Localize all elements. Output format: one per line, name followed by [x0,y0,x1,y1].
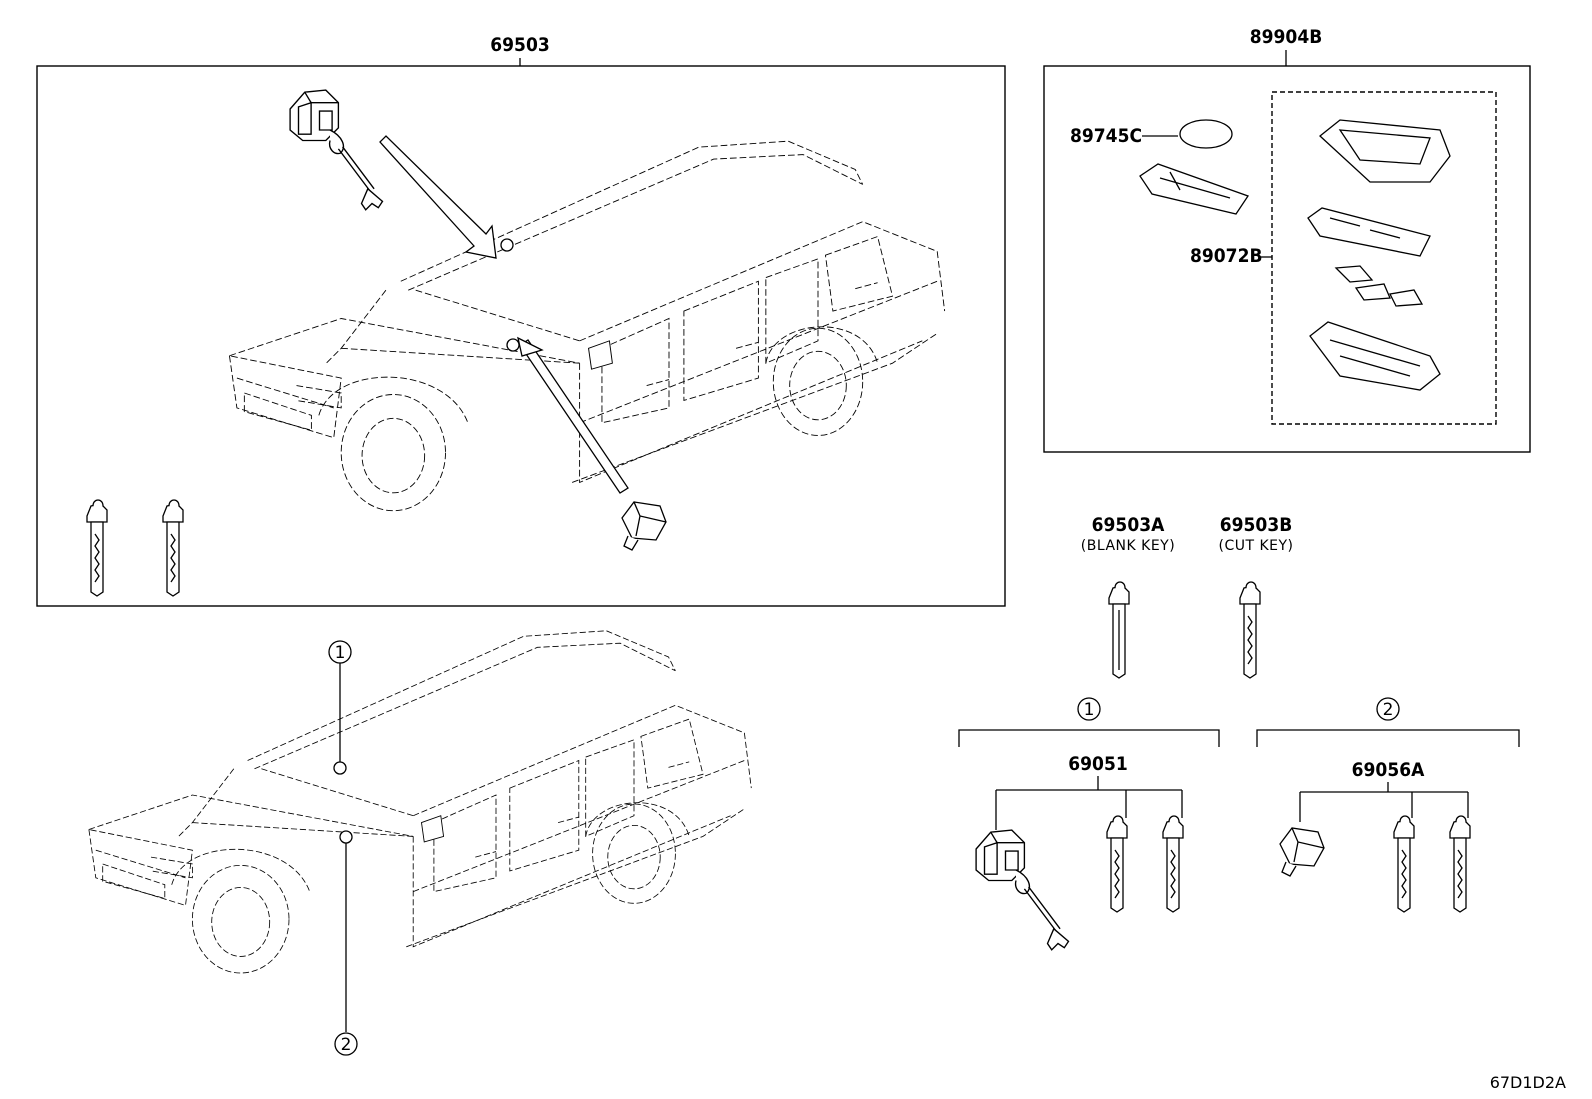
transmitter-case-top [1319,119,1451,183]
battery-cell [1179,119,1233,149]
vehicle-illustration-bottom [88,630,752,974]
arrow-to-ignition [379,135,514,259]
cut-key [1239,581,1261,679]
part-69056A-label: 69056A [1352,759,1425,781]
part-89904B-label: 89904B [1250,26,1323,48]
part-89904B-group-box [1043,65,1531,453]
ignition-lock-cylinder [289,89,384,211]
door-lock-cylinder [621,501,667,551]
transmitter-housing-subbox [1271,91,1497,425]
part-69503B-note: (CUT KEY) [1218,538,1293,554]
set-69051-ignition-cylinder [975,829,1070,951]
svg-text:1: 1 [335,643,346,663]
part-69051-label: 69051 [1068,753,1127,775]
part-69503A-label: 69503A [1092,514,1165,536]
part-89745C-label: 89745C [1070,125,1142,147]
blank-key [1108,581,1130,679]
part-69503B-label: 69503B [1220,514,1293,536]
key-2 [162,499,184,597]
diagram-reference-code: 67D1D2A [1490,1073,1566,1092]
transmitter-board [1139,163,1250,215]
set-69051-key-2 [1162,815,1184,913]
key-1 [86,499,108,597]
svg-text:2: 2 [1383,700,1394,720]
callout-2-bottom: 2 [334,830,358,1056]
arrow-to-door-lock [506,336,629,494]
set-69051-key-1 [1106,815,1128,913]
part-89072B-label: 89072B [1190,245,1263,267]
callout-1-top: 1 [328,640,352,775]
svg-text:2: 2 [341,1035,352,1055]
set-69056A-key-2 [1449,815,1471,913]
part-69503A-note: (BLANK KEY) [1081,538,1175,554]
vehicle-illustration-top [228,140,946,512]
part-69503-label: 69503 [490,34,549,56]
svg-text:1: 1 [1084,700,1095,720]
set-69056A-door-cylinder [1279,827,1325,877]
transmitter-buttons [1307,207,1431,307]
part-69503-group-box [36,65,1006,607]
callout-1-set: 1 [1077,697,1101,721]
set-69056A-key-1 [1393,815,1415,913]
callout-2-set: 2 [1376,697,1400,721]
transmitter-case-bottom [1309,321,1441,391]
